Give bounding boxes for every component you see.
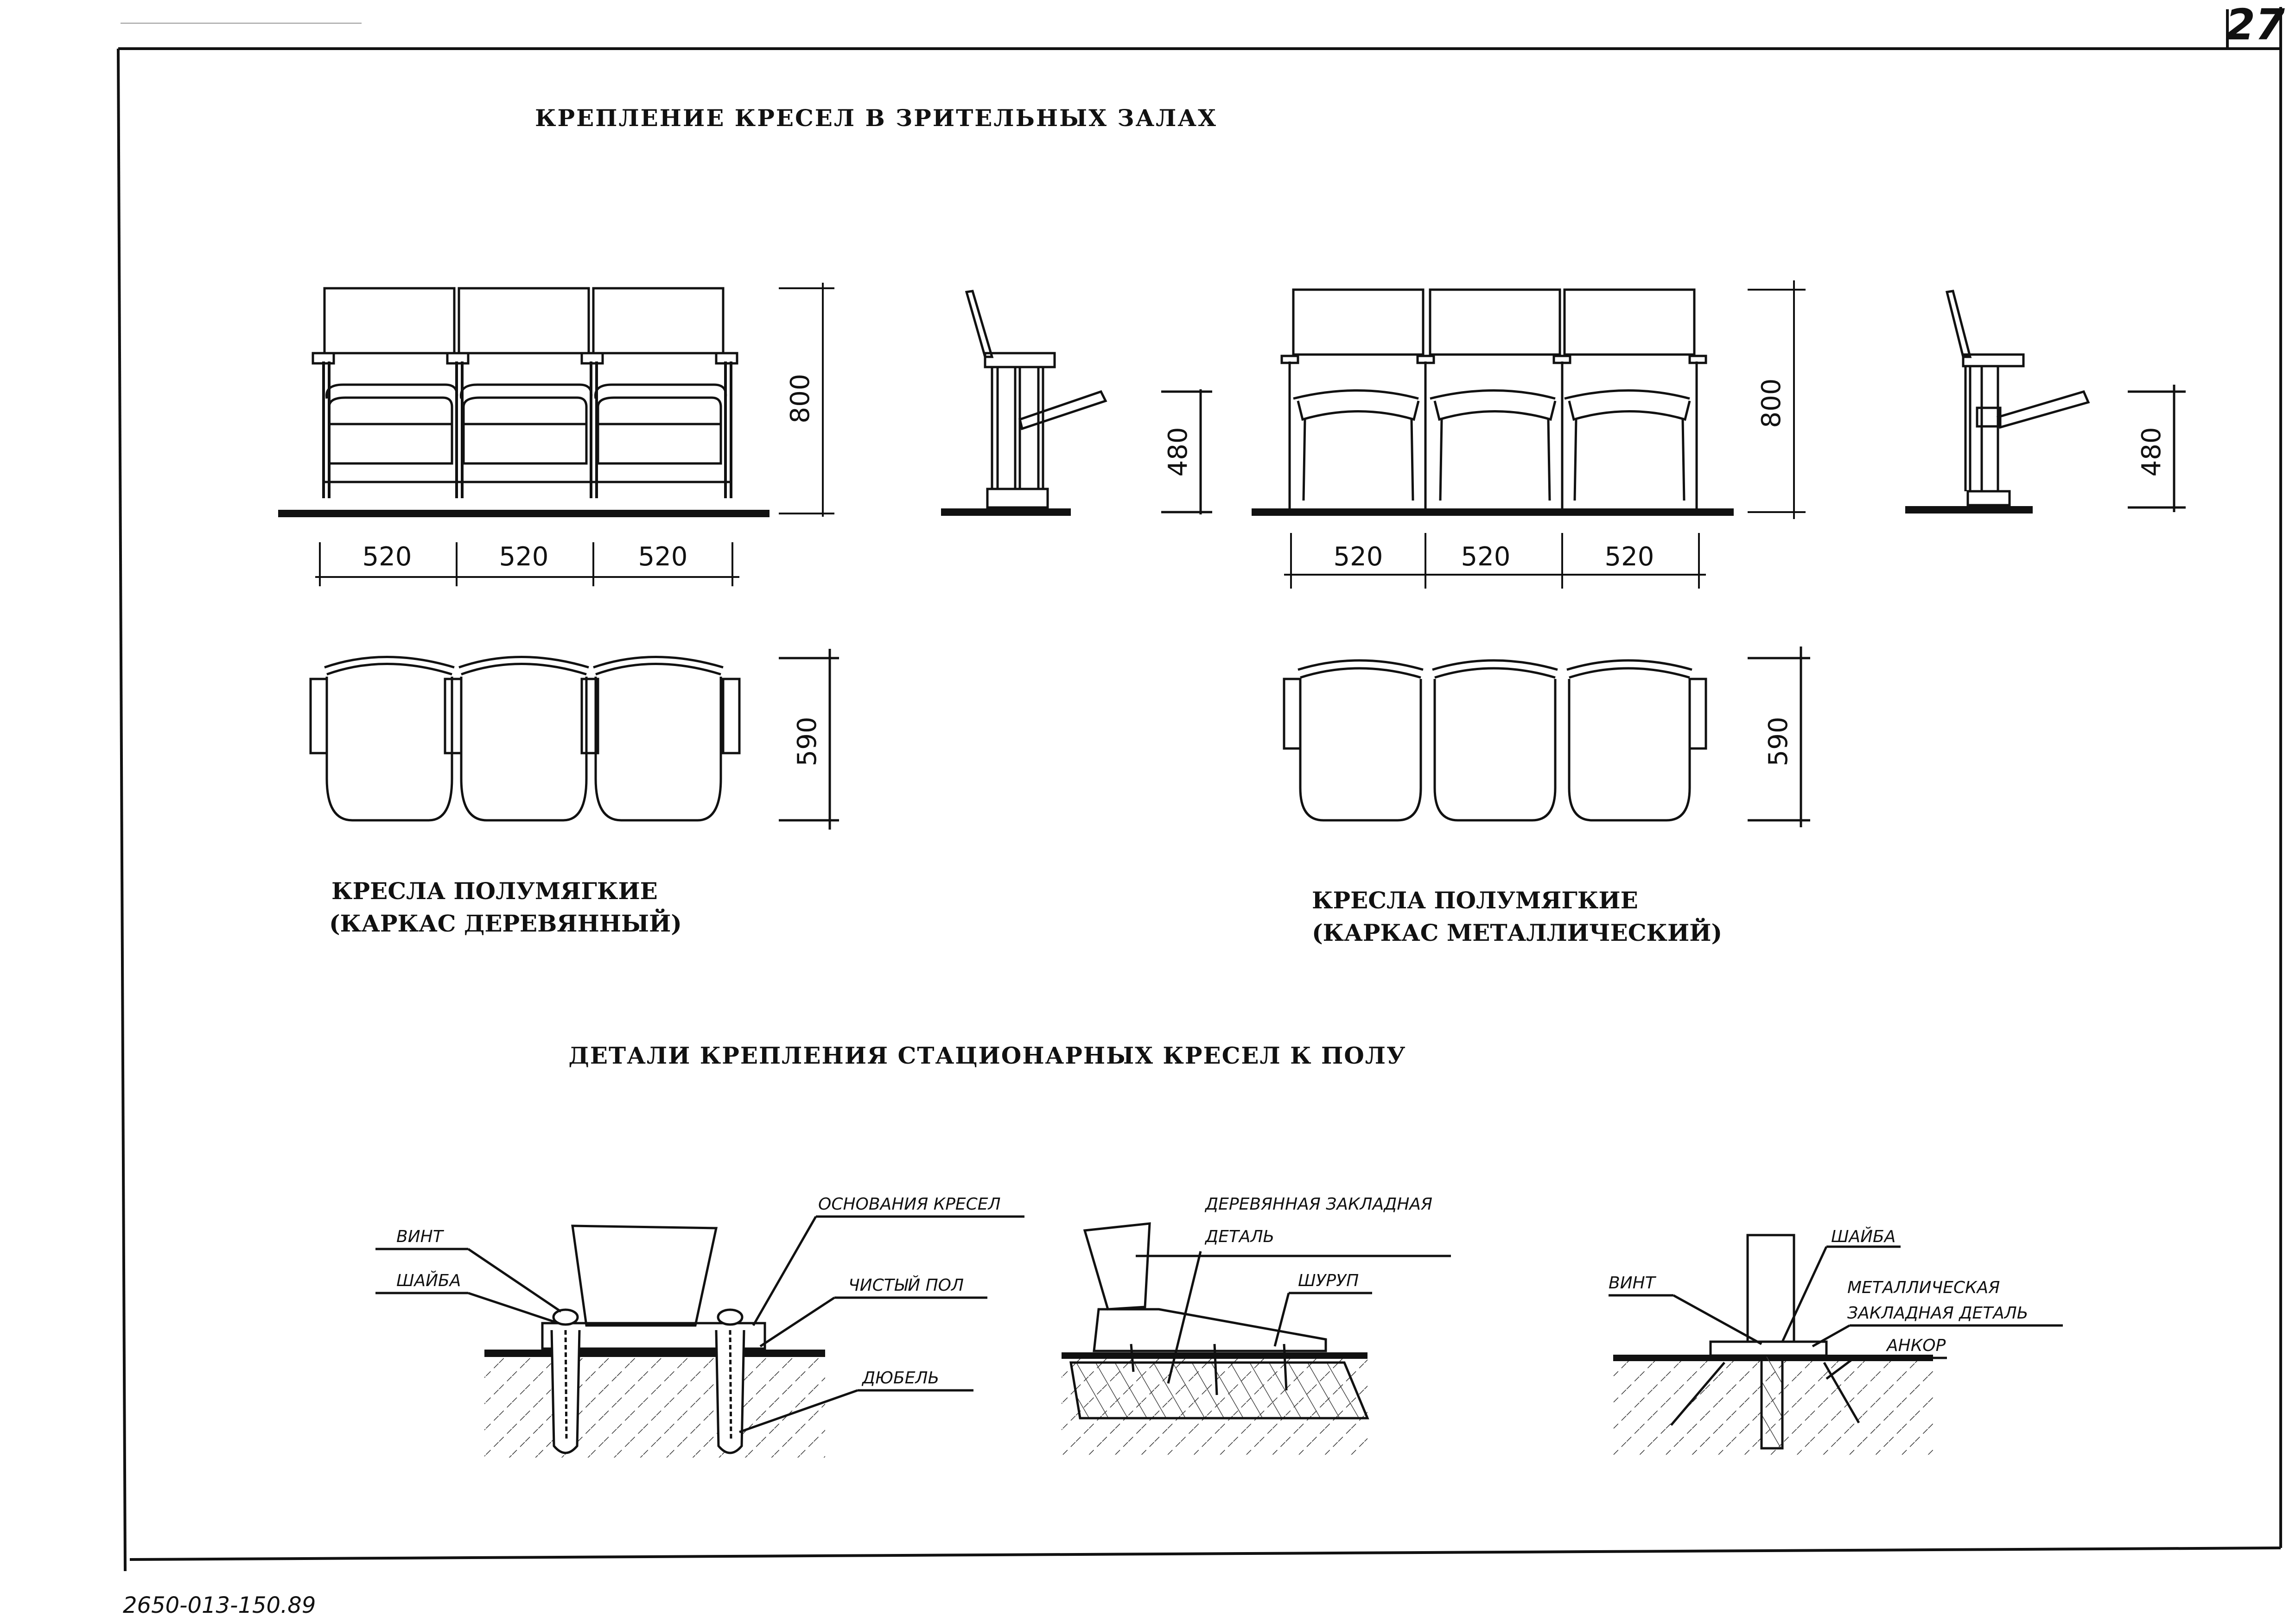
detail3-ankor: АНКОР (1886, 1336, 1946, 1355)
detail3-shaiba: ШАЙБА (1831, 1227, 1895, 1246)
metal-chairs-plan-view (1283, 647, 1810, 827)
wood-width-2: 520 (499, 542, 549, 572)
metal-height: 800 (1756, 379, 1787, 428)
detail2-zakladnaya-1: ДЕРЕВЯННАЯ ЗАКЛАДНАЯ (1204, 1195, 1432, 1214)
wood-caption-line2: (КАРКАС ДЕРЕВЯННЫЙ) (329, 908, 682, 937)
detail1-dyubel: ДЮБЕЛЬ (861, 1369, 939, 1388)
detail3-met-2: ЗАКЛАДНАЯ ДЕТАЛЬ (1847, 1304, 2029, 1323)
detail1-osnovaniya: ОСНОВАНИЯ КРЕСЕЛ (818, 1195, 1001, 1214)
detail2-zakladnaya-2: ДЕТАЛЬ (1204, 1227, 1274, 1246)
wood-side-height: 480 (1163, 427, 1193, 477)
wood-chair-side-view (941, 290, 1212, 516)
details-title: ДЕТАЛИ КРЕПЛЕНИЯ СТАЦИОНАРНЫХ КРЕСЕЛ К П… (568, 1042, 1406, 1069)
wood-width-3: 520 (638, 542, 688, 572)
detail-2-wood-insert-fastening (1062, 1222, 1451, 1455)
sheet-number: 27 (2226, 0, 2285, 50)
detail1-shaiba: ШАЙБА (396, 1271, 461, 1290)
metal-caption-line1: КРЕСЛА ПОЛУМЯГКИЕ (1312, 887, 1638, 914)
metal-width-1: 520 (1334, 542, 1383, 572)
detail2-shurup: ШУРУП (1298, 1271, 1359, 1290)
detail-1-dowel-fastening (375, 1215, 1024, 1458)
metal-caption-line2: (КАРКАС МЕТАЛЛИЧЕСКИЙ) (1312, 917, 1722, 946)
main-title: КРЕПЛЕНИЕ КРЕСЕЛ В ЗРИТЕЛЬНЫХ ЗАЛАХ (535, 104, 1217, 132)
metal-width-2: 520 (1461, 542, 1511, 572)
sheet-frame (117, 7, 2282, 1572)
metal-side-height: 480 (2137, 427, 2167, 477)
detail1-chisty-pol: ЧИСТЫЙ ПОЛ (848, 1275, 964, 1295)
metal-depth: 590 (1763, 717, 1794, 767)
detail-3-anchor-fastening (1609, 1234, 2063, 1455)
wood-width-1: 520 (363, 542, 412, 572)
metal-width-3: 520 (1605, 542, 1654, 572)
footer-code: 2650-013-150.89 (123, 1592, 316, 1618)
wood-front-dimensions (315, 283, 834, 586)
detail1-vint: ВИНТ (396, 1227, 445, 1246)
metal-chair-side-view (1905, 290, 2186, 514)
wood-depth: 590 (792, 717, 822, 767)
detail3-met-1: МЕТАЛЛИЧЕСКАЯ (1847, 1278, 2000, 1297)
metal-front-dimensions (1284, 280, 1806, 589)
wood-height: 800 (785, 374, 815, 424)
wood-chairs-plan-view (309, 649, 839, 830)
wood-chairs-front-view (278, 287, 770, 517)
wood-caption-line1: КРЕСЛА ПОЛУМЯГКИЕ (331, 877, 658, 905)
metal-chairs-front-view (1252, 288, 1734, 516)
detail3-vint: ВИНТ (1609, 1274, 1657, 1293)
